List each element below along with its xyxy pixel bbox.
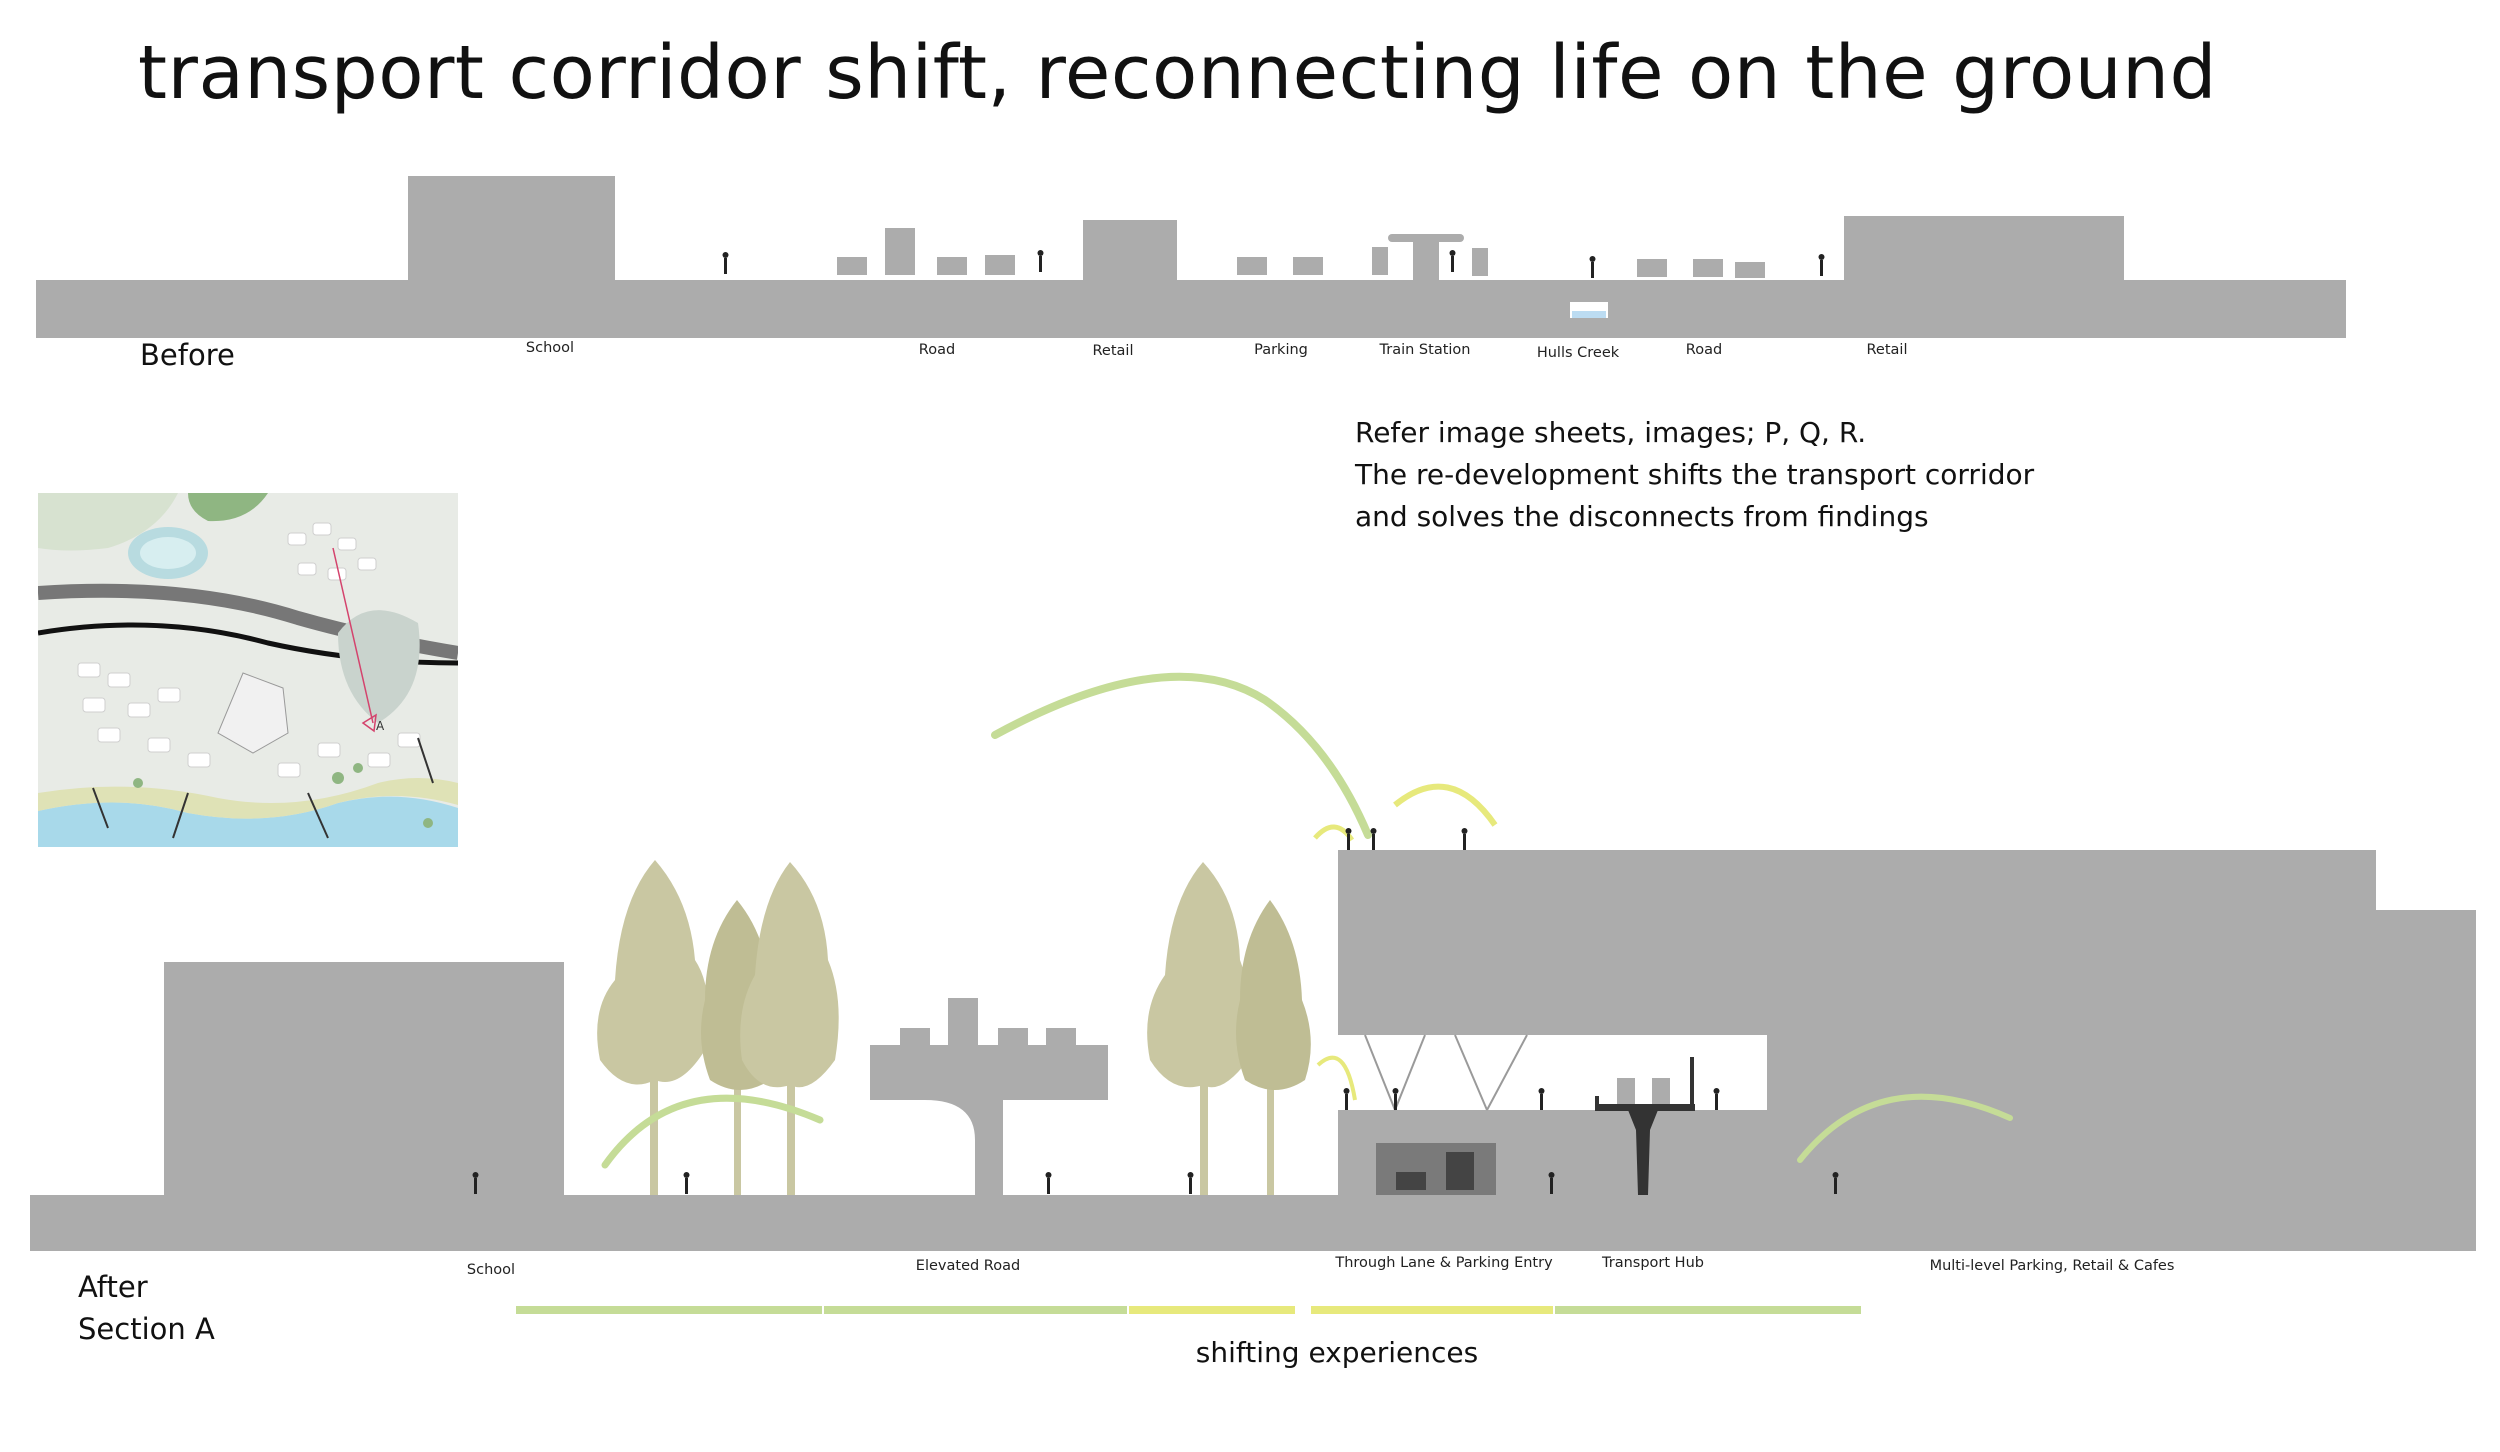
creek-water-icon [1572, 311, 1606, 318]
reference-note: Refer image sheets, images; P, Q, R. The… [1355, 412, 2034, 538]
note-line-3: and solves the disconnects from findings [1355, 500, 1929, 533]
note-line-2: The re-development shifts the transport … [1355, 458, 2035, 491]
after-heading-line-2: Section A [78, 1312, 215, 1346]
map-marker-label: A [376, 719, 385, 733]
before-label-hulls-creek: Hulls Creek [1536, 345, 1620, 361]
before-label-parking: Parking [1254, 342, 1308, 358]
section-line-icon [332, 547, 374, 724]
before-ground [36, 176, 2346, 338]
before-label-road-2: Road [1685, 342, 1723, 358]
parking-entry [1376, 1143, 1496, 1195]
after-buildings [30, 850, 2476, 1251]
shifting-experiences-bar [516, 1306, 1861, 1314]
hub-canopy [1595, 1057, 1695, 1195]
after-label-transport-hub: Transport Hub [1602, 1255, 1704, 1271]
tree [1236, 900, 1311, 1195]
experience-arc-small [1393, 783, 1498, 827]
after-label-through-lane: Through Lane & Parking Entry [1335, 1255, 1553, 1271]
tree [740, 862, 839, 1195]
before-heading: Before [140, 338, 235, 372]
site-map-image: A [38, 493, 458, 847]
page-title: transport corridor shift, reconnecting l… [138, 30, 2218, 116]
after-label-elevated-road: Elevated Road [915, 1258, 1021, 1274]
before-retail-building-right [1844, 216, 2124, 280]
after-heading: After Section A [78, 1266, 215, 1350]
experience-arc-large [991, 672, 1372, 839]
after-school-building [164, 962, 564, 1195]
after-label-multi-level: Multi-level Parking, Retail & Cafes [1929, 1258, 2175, 1274]
after-label-school: School [466, 1262, 516, 1278]
before-label-road: Road [918, 342, 956, 358]
before-label-retail: Retail [1092, 343, 1134, 359]
before-label-retail-2: Retail [1866, 342, 1908, 358]
shifting-experiences-caption: shifting experiences [1195, 1336, 1479, 1369]
after-heading-line-1: After [78, 1270, 148, 1304]
tree [597, 860, 709, 1195]
before-label-school: School [525, 340, 575, 356]
structural-struts [1364, 1034, 1528, 1111]
site-map: A [38, 493, 458, 847]
note-line-1: Refer image sheets, images; P, Q, R. [1355, 416, 1867, 449]
before-people [722, 250, 1825, 278]
before-school-building [408, 176, 615, 280]
trees [597, 860, 1311, 1195]
before-label-train-station: Train Station [1379, 342, 1471, 358]
before-retail-building [1083, 220, 1177, 280]
multi-level-parking-block [1338, 850, 2376, 1035]
tree [1147, 862, 1251, 1195]
after-people [472, 828, 1839, 1194]
